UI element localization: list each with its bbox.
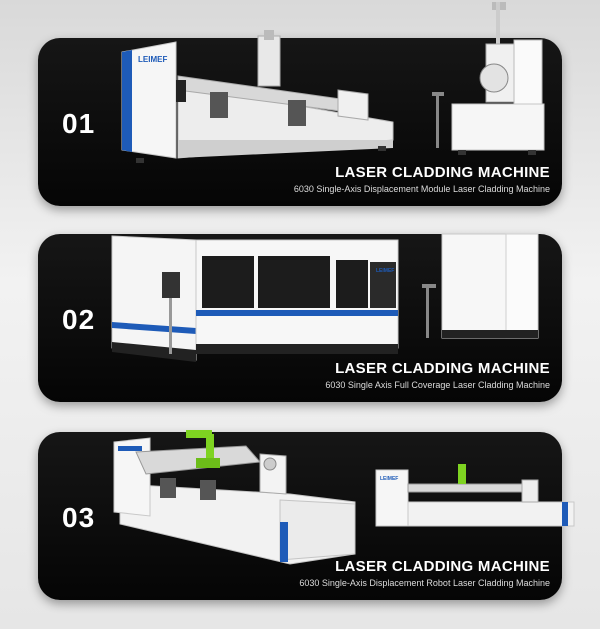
- card-number: 02: [62, 304, 96, 335]
- machine-1-side-image: [432, 2, 545, 155]
- card-title: LASER CLADDING MACHINE: [335, 164, 550, 181]
- machine-2-side-image: [422, 233, 539, 339]
- card-title: LASER CLADDING MACHINE: [335, 558, 550, 575]
- card-subtitle: 6030 Single Axis Full Coverage Laser Cla…: [325, 380, 550, 390]
- brand-logo: LEIMEF: [138, 55, 167, 64]
- machine-2-main-image: LEIMEF: [111, 235, 399, 362]
- card-number: 03: [62, 502, 96, 533]
- card-title: LASER CLADDING MACHINE: [335, 360, 550, 377]
- brand-logo: LEIMEF: [380, 476, 398, 482]
- brand-logo: LEIMEF: [376, 268, 394, 274]
- machine-3-main-image: [113, 430, 356, 565]
- machine-1-main-image: LEIMEF: [121, 30, 394, 163]
- machine-3-side-image: LEIMEF: [375, 464, 575, 527]
- card-subtitle: 6030 Single-Axis Displacement Robot Lase…: [299, 578, 550, 588]
- card-subtitle: 6030 Single-Axis Displacement Module Las…: [293, 184, 550, 194]
- card-number: 01: [62, 108, 96, 139]
